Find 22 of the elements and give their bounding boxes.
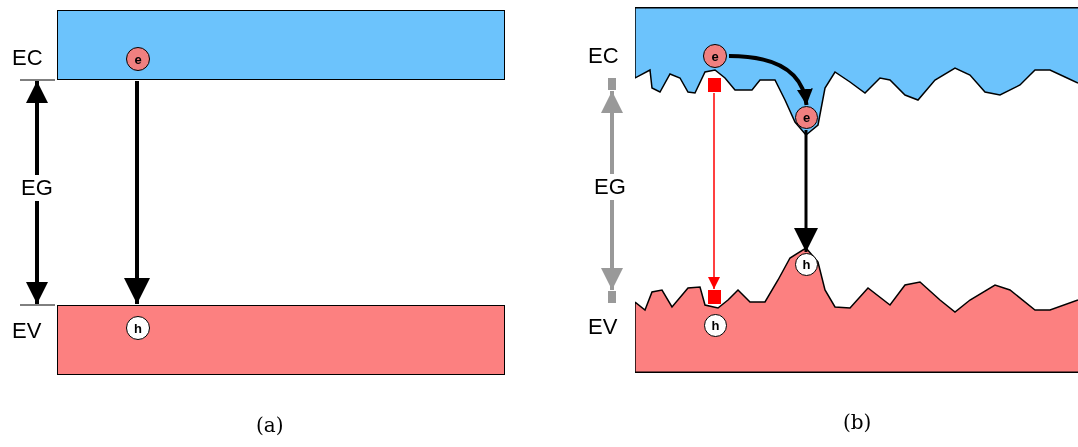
edge-label: EG: [21, 175, 53, 201]
square-marker: [708, 290, 721, 304]
arrow: [601, 91, 623, 290]
conduction-band: [57, 10, 505, 80]
energy-level-label: EV: [12, 320, 42, 342]
arrow: [708, 92, 720, 290]
edge-label: EG: [594, 174, 626, 200]
panel-caption: (b): [843, 412, 872, 432]
square-marker: [708, 78, 721, 92]
arrow: [26, 81, 48, 304]
energy-level-label: EC: [12, 47, 43, 69]
hole-circle: h: [126, 316, 150, 340]
level-marker: [608, 291, 616, 303]
electron-circle: e: [126, 47, 150, 71]
arrow: [124, 81, 150, 304]
level-marker: [608, 78, 616, 90]
arrow: [794, 130, 818, 252]
energy-level-label: EV: [588, 316, 618, 338]
arrow: [728, 54, 812, 106]
valence-band: [57, 305, 505, 375]
panel-caption: (a): [256, 415, 284, 435]
energy-level-label: EC: [588, 45, 619, 67]
